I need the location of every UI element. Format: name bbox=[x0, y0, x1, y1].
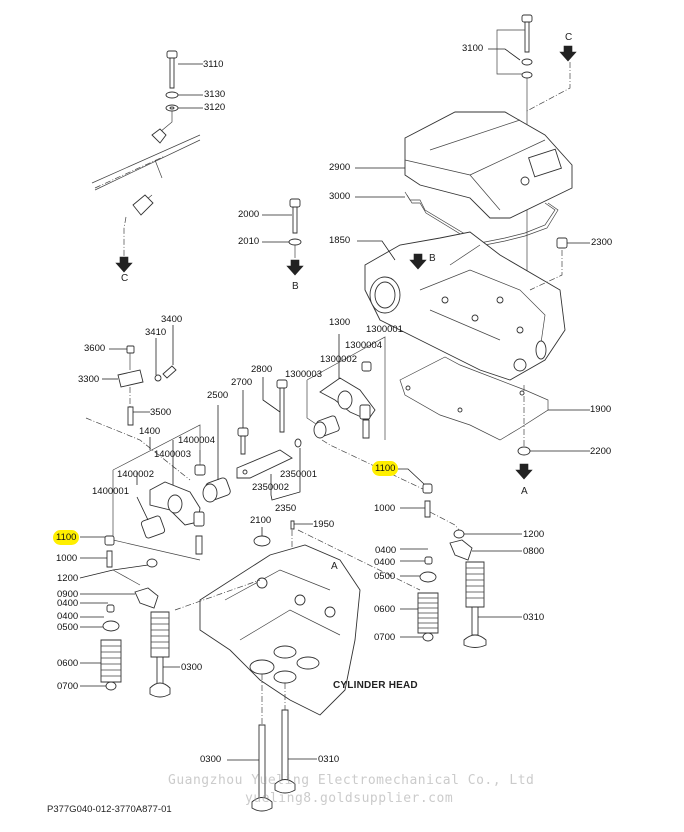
part-label-0310[interactable]: 0310 bbox=[318, 754, 340, 765]
cylinder-head-body bbox=[175, 545, 360, 715]
part-label-0500[interactable]: 0500 bbox=[57, 622, 79, 633]
part-label-3120[interactable]: 3120 bbox=[204, 102, 226, 113]
part-label-2000[interactable]: 2000 bbox=[238, 209, 260, 220]
bolt-3100-group bbox=[488, 15, 570, 290]
part-label-3000[interactable]: 3000 bbox=[329, 191, 351, 202]
reference-arrow-c bbox=[115, 256, 133, 273]
part-label-2500[interactable]: 2500 bbox=[207, 390, 229, 401]
part-label-2350002[interactable]: 2350002 bbox=[252, 482, 289, 493]
part-label-0700[interactable]: 0700 bbox=[57, 681, 79, 692]
reference-arrow-c-top bbox=[559, 45, 577, 62]
part-label-0400[interactable]: 0400 bbox=[57, 598, 79, 609]
diagram-title: CYLINDER HEAD bbox=[333, 680, 418, 691]
part-label-2700[interactable]: 2700 bbox=[231, 377, 253, 388]
part-label-3110[interactable]: 3110 bbox=[203, 59, 224, 70]
bolt-2800 bbox=[263, 377, 287, 432]
part-label-3300[interactable]: 3300 bbox=[78, 374, 100, 385]
document-id: P377G040-012-3770A877-01 bbox=[47, 804, 172, 815]
part-label-3400[interactable]: 3400 bbox=[161, 314, 183, 325]
reference-arrow-b bbox=[286, 259, 304, 276]
reference-letter-b: B bbox=[292, 281, 299, 292]
part-label-0310[interactable]: 0310 bbox=[523, 612, 545, 623]
part-label-2800[interactable]: 2800 bbox=[251, 364, 273, 375]
cover-gasket-3000 bbox=[355, 192, 558, 246]
reference-letter-a: A bbox=[521, 486, 528, 497]
part-label-0500[interactable]: 0500 bbox=[374, 571, 396, 582]
head-gasket-1900 bbox=[400, 357, 590, 440]
watermark-url: yueling8.goldsupplier.com bbox=[245, 791, 454, 806]
part-label-0400[interactable]: 0400 bbox=[375, 545, 397, 556]
part-label-3130[interactable]: 3130 bbox=[204, 89, 226, 100]
left-valve-group bbox=[80, 536, 180, 697]
part-label-2900[interactable]: 2900 bbox=[329, 162, 351, 173]
plate-2350 bbox=[237, 439, 301, 500]
rocker-arm-1300-group bbox=[307, 334, 425, 490]
o-ring-2200 bbox=[518, 385, 590, 455]
intake-1850-housing bbox=[357, 232, 565, 380]
part-label-0600[interactable]: 0600 bbox=[57, 658, 79, 669]
rocker-arm-1400-group bbox=[113, 425, 205, 560]
reference-letter-c: C bbox=[565, 32, 573, 43]
part-label-2350[interactable]: 2350 bbox=[275, 503, 297, 514]
part-label-1900[interactable]: 1900 bbox=[590, 404, 612, 415]
part-label-3100[interactable]: 3100 bbox=[462, 43, 484, 54]
part-label-1300001[interactable]: 1300001 bbox=[366, 324, 403, 335]
reference-letter-c: C bbox=[121, 273, 129, 284]
part-label-2350001[interactable]: 2350001 bbox=[280, 469, 317, 480]
part-label-3600[interactable]: 3600 bbox=[84, 343, 106, 354]
part-label-0800[interactable]: 0800 bbox=[523, 546, 545, 557]
reference-letter-a: A bbox=[331, 561, 338, 572]
bolt-2000-group bbox=[262, 199, 301, 258]
part-label-0600[interactable]: 0600 bbox=[374, 604, 396, 615]
part-label-1950[interactable]: 1950 bbox=[313, 519, 335, 530]
part-label-1400003[interactable]: 1400003 bbox=[154, 449, 191, 460]
rocker-cover-2900 bbox=[355, 112, 572, 218]
part-label-2300[interactable]: 2300 bbox=[591, 237, 613, 248]
part-label-1300[interactable]: 1300 bbox=[329, 317, 351, 328]
part-label-2100[interactable]: 2100 bbox=[250, 515, 272, 526]
part-label-1200[interactable]: 1200 bbox=[523, 529, 545, 540]
plug-2300 bbox=[530, 238, 590, 290]
part-label-1850[interactable]: 1850 bbox=[329, 235, 351, 246]
part-label-1000[interactable]: 1000 bbox=[374, 503, 396, 514]
bushing-2500 bbox=[203, 405, 231, 502]
o-ring-2100 bbox=[254, 527, 270, 546]
part-label-1400002[interactable]: 1400002 bbox=[117, 469, 154, 480]
part-label-2010[interactable]: 2010 bbox=[238, 236, 260, 247]
part-label-1400[interactable]: 1400 bbox=[139, 426, 161, 437]
part-label-1200[interactable]: 1200 bbox=[57, 573, 79, 584]
part-label-2200[interactable]: 2200 bbox=[590, 446, 612, 457]
watermark-company: Guangzhou Yueling Electromechanical Co.,… bbox=[168, 773, 535, 788]
part-label-3410[interactable]: 3410 bbox=[145, 327, 167, 338]
part-label-1300003[interactable]: 1300003 bbox=[285, 369, 322, 380]
part-label-1300004[interactable]: 1300004 bbox=[345, 340, 382, 351]
part-label-1100-highlighted[interactable]: 1100 bbox=[372, 461, 399, 476]
part-label-1400001[interactable]: 1400001 bbox=[92, 486, 129, 497]
part-label-3500[interactable]: 3500 bbox=[150, 407, 172, 418]
bracket-3300-group bbox=[86, 325, 190, 480]
bolt-2700 bbox=[238, 390, 248, 454]
part-label-0300[interactable]: 0300 bbox=[181, 662, 203, 673]
part-label-1100-highlighted[interactable]: 1100 bbox=[53, 530, 80, 545]
reference-letter-b: B bbox=[429, 253, 436, 264]
loose-valves bbox=[227, 674, 317, 811]
part-label-1000[interactable]: 1000 bbox=[56, 553, 78, 564]
right-valve-group bbox=[398, 469, 522, 648]
part-label-0300[interactable]: 0300 bbox=[200, 754, 222, 765]
part-label-0400[interactable]: 0400 bbox=[374, 557, 396, 568]
part-label-1300002[interactable]: 1300002 bbox=[320, 354, 357, 365]
reference-arrow-a bbox=[515, 463, 533, 480]
part-label-0700[interactable]: 0700 bbox=[374, 632, 396, 643]
part-label-0900[interactable]: 0900 bbox=[57, 589, 79, 600]
bolt-3110-group bbox=[92, 51, 203, 258]
part-label-0400[interactable]: 0400 bbox=[57, 611, 79, 622]
part-label-1400004[interactable]: 1400004 bbox=[178, 435, 215, 446]
